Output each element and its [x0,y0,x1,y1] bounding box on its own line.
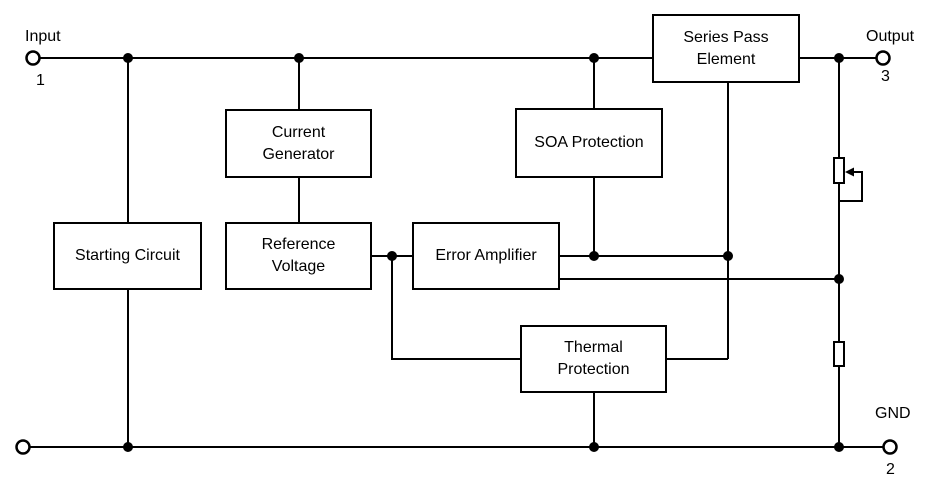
terminal-ground-label: GND [875,405,911,422]
junction-dot [589,53,599,63]
component-symbols [833,157,854,367]
block-series-pass-element: Series Pass Element [652,14,800,83]
wiper-arrow-icon [845,167,854,177]
terminal-circles [15,50,898,455]
block-label: Starting Circuit [75,247,180,264]
terminal-output-pin: 3 [881,68,890,85]
junction-dot [834,442,844,452]
block-thermal-protection: Thermal Protection [520,325,667,393]
block-starting-circuit: Starting Circuit [53,222,202,290]
block-label: SOA Protection [534,134,644,151]
block-label: Series Pass Element [683,28,769,68]
block-current-generator: Current Generator [225,109,372,178]
potentiometer-symbol [833,157,845,184]
junction-dot [123,442,133,452]
junction-dot [589,442,599,452]
terminal-output-label: Output [866,28,915,45]
wire-reference-to-thermal [391,256,520,360]
terminal-input-pin: 1 [36,72,45,89]
junction-dot [834,274,844,284]
terminal-input-label: Input [25,28,61,45]
terminal-output-circle [875,50,891,66]
block-reference-voltage: Reference Voltage [225,222,372,290]
junction-dot [294,53,304,63]
terminal-ground-pin: 2 [886,461,895,478]
wires [29,57,883,448]
junction-dot [387,251,397,261]
junction-dot [123,53,133,63]
wire-pot-wiper-bracket [839,171,863,202]
junction-dot [723,251,733,261]
terminal-ground-circle [882,439,898,455]
block-label: Thermal Protection [557,339,630,378]
block-label: Error Amplifier [435,247,537,264]
terminal-input-circle [25,50,41,66]
junction-dots [123,53,844,452]
block-label: Current Generator [262,123,335,163]
block-label: Reference Voltage [261,236,336,275]
resistor-symbol [833,341,845,367]
terminal-ground-left-circle [15,439,31,455]
block-soa-protection: SOA Protection [515,108,663,178]
junction-dot [589,251,599,261]
block-error-amplifier: Error Amplifier [412,222,560,290]
junction-dot [834,53,844,63]
